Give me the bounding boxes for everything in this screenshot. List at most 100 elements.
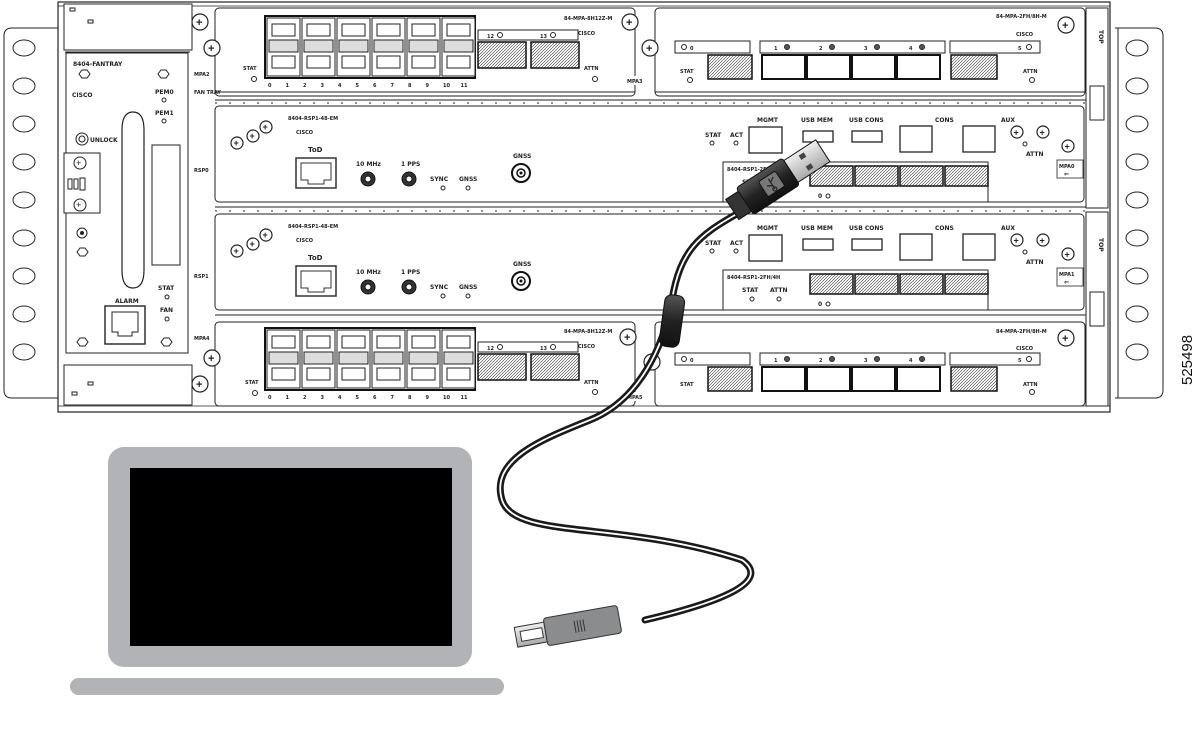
rsp1-sub-port[interactable] (899, 273, 944, 295)
rsp0-sub-port[interactable] (854, 165, 899, 187)
screw-icon (230, 136, 244, 150)
mpa2-sfp-port-12[interactable] (477, 41, 527, 69)
rsp0-sub-port[interactable] (899, 165, 944, 187)
rsp0-1pps-label: 1 PPS (401, 161, 420, 168)
mpa3-port[interactable] (851, 54, 896, 80)
rsp0-sub-port[interactable] (809, 165, 854, 187)
laptop-base (70, 678, 504, 695)
svg-text:+: + (76, 200, 81, 210)
mpa2-attn-label: ATTN (584, 66, 599, 72)
mpa3-port0-label: 0 (690, 46, 694, 52)
rsp0-usb-mem-port[interactable] (802, 130, 834, 143)
mpa4-rj45-port-pair[interactable] (301, 329, 336, 389)
rsp1-usb-cons-port[interactable] (851, 238, 883, 251)
mpa5-port[interactable] (806, 366, 851, 392)
mpa5-port[interactable] (761, 366, 806, 392)
mpa2-port-label: 3 (321, 83, 325, 89)
rsp0-cons-port[interactable] (899, 125, 933, 153)
pem1-led (161, 118, 167, 124)
mpa2-port-label: 8 (408, 83, 412, 89)
rsp0-mgmt-port[interactable] (748, 126, 783, 154)
mpa3-cisco-logo: CISCO (1016, 32, 1033, 38)
mpa4-sfp-port-12[interactable] (477, 353, 527, 381)
rsp1-stat-label: STAT (705, 240, 722, 247)
rsp1-sub-attn-label: ATTN (770, 287, 788, 294)
mpa5-port[interactable] (851, 366, 896, 392)
mpa2-rj45-port-pair[interactable] (371, 17, 406, 77)
rsp0-usb-cons-port[interactable] (851, 130, 883, 143)
svg-text:+: + (626, 17, 632, 29)
rsp0-act-label: ACT (730, 132, 744, 139)
screw-icon (1061, 247, 1075, 261)
svg-text:+: + (196, 17, 202, 29)
mpa5-port-label: 3 (864, 358, 868, 364)
rsp1-sub-port0-label: 0 (818, 301, 822, 308)
mpa4-port-label: 8 (408, 395, 412, 401)
rsp1-1pps-label: 1 PPS (401, 269, 420, 276)
mpa3-port-label: 3 (864, 46, 868, 52)
mpa5-port[interactable] (896, 366, 941, 392)
mpa4-port-label: 2 (303, 395, 307, 401)
mpa5-port5-label: 5 (1018, 358, 1022, 364)
rsp1-gnss-label: GNSS (513, 261, 531, 268)
mpa2-sfp-port-13[interactable] (530, 41, 580, 69)
rsp1-sub-port[interactable] (854, 273, 899, 295)
mpa2-port12-label: 12 (487, 34, 494, 40)
mpa2-rj45-port-pair[interactable] (301, 17, 336, 77)
right-rack-ear (1115, 27, 1164, 399)
mpa4-sfp-port-13[interactable] (530, 353, 580, 381)
rsp0-tod-label: ToD (308, 146, 323, 154)
rsp1-sub-port[interactable] (809, 273, 854, 295)
rsp1-usb-mem-port[interactable] (802, 238, 834, 251)
mpa4-port13-label: 13 (540, 346, 547, 352)
pem0-label: PEM0 (155, 89, 174, 96)
rsp0-sub-port[interactable] (944, 165, 989, 187)
mpa5-port-label: 1 (774, 358, 778, 364)
mpa3-port[interactable] (806, 54, 851, 80)
rsp0-aux-port[interactable] (962, 125, 996, 153)
mpa4-cisco-logo: CISCO (578, 344, 595, 350)
mpa3-port[interactable] (896, 54, 941, 80)
fan-tray-module: 8404-FANTRAY CISCO PEM0 PEM1 UNLOCK + + … (63, 3, 209, 406)
mpa4-rj45-port-pair[interactable] (266, 329, 301, 389)
mpa2-rj45-port-pair[interactable] (266, 17, 301, 77)
svg-text:+: + (1040, 128, 1045, 138)
mpa2-rj45-port-pair[interactable] (441, 17, 476, 77)
rsp1-mgmt-port[interactable] (748, 234, 783, 262)
fan-tray-handle[interactable] (121, 111, 145, 289)
rsp1-cisco-logo: CISCO (296, 238, 313, 244)
mpa4-rj45-port-pair[interactable] (371, 329, 406, 389)
mpa2-stat-led (251, 76, 257, 82)
slot-mpa5-label: MPA5 (627, 395, 643, 401)
svg-text:+: + (208, 353, 214, 365)
hex-screw-icon (78, 69, 91, 79)
svg-text:+: + (76, 158, 81, 168)
rsp1-gnss-led-label: GNSS (459, 284, 477, 291)
rsp1-aux-label: AUX (1001, 225, 1015, 232)
rsp1-cons-port[interactable] (899, 233, 933, 261)
left-rack-ear (3, 27, 58, 399)
mpa3-port-5[interactable] (950, 54, 998, 80)
mpa2-rj45-port-pair[interactable] (406, 17, 441, 77)
mpa4-rj45-port-pair[interactable] (441, 329, 476, 389)
rsp1-sub-port[interactable] (944, 273, 989, 295)
mpa5-port-0[interactable] (707, 366, 753, 392)
mpa4-rj45-port-pair[interactable] (336, 329, 371, 389)
rsp1-usb-mem-label: USB MEM (801, 225, 833, 232)
mpa3-port[interactable] (761, 54, 806, 80)
mpa4-stat-led (252, 390, 258, 396)
mpa4-rj45-port-pair[interactable] (406, 329, 441, 389)
mpa2-model: 84-MPA-8H12Z-M (564, 16, 612, 22)
mpa5-model: 84-MPA-2FH/8H-M (996, 329, 1047, 335)
mpa3-attn-led (1029, 77, 1035, 83)
mpa3-port-0[interactable] (707, 54, 753, 80)
rsp1-aux-port[interactable] (962, 233, 996, 261)
mpa3-stat-label: STAT (680, 69, 694, 75)
mpa2-rj45-port-pair[interactable] (336, 17, 371, 77)
rsp0-aux-label: AUX (1001, 117, 1015, 124)
mpa5-port-5[interactable] (950, 366, 998, 392)
rsp0-sync-label: SYNC (430, 176, 449, 183)
mpa4-model: 84-MPA-8H12Z-M (564, 329, 612, 335)
usb-plug-connected (725, 139, 831, 221)
